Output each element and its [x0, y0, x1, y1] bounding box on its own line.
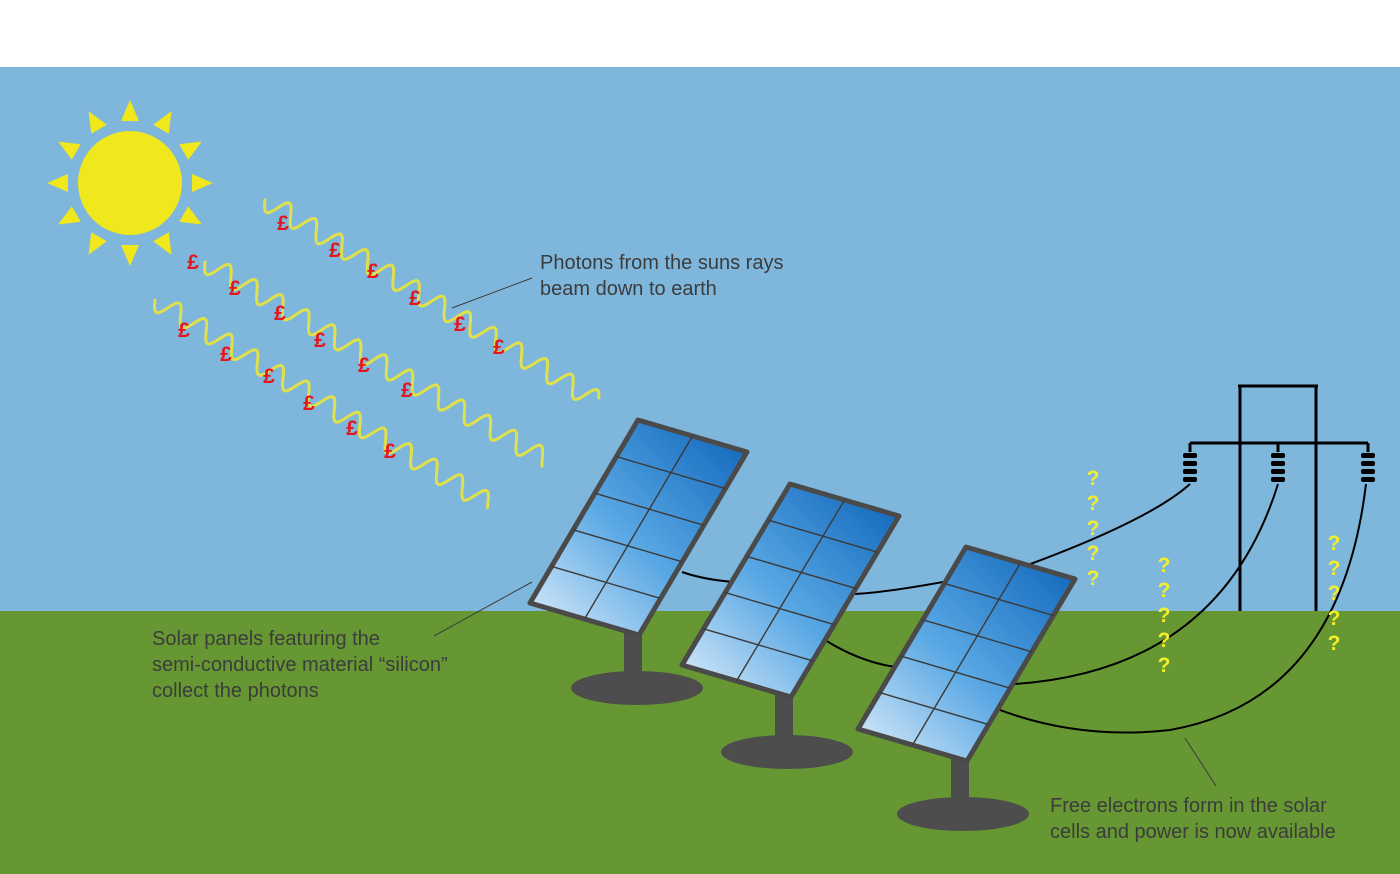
photon-symbol: £ [358, 354, 370, 377]
photon-symbol: £ [367, 260, 379, 283]
electron-symbol: ? [1087, 567, 1100, 590]
solar-panels-caption-line: Solar panels featuring the [152, 628, 380, 650]
photon-symbol: £ [178, 319, 190, 342]
electron-symbol: ? [1328, 632, 1341, 655]
electrons: ? ? ? ? ? ? ? ? ? ? ? ? ? ? ? [1087, 467, 1341, 677]
solar-panel-2 [679, 481, 902, 769]
photon-symbol: £ [314, 329, 326, 352]
photons: £ £ £ £ £ £ £ £ £ £ £ £ £ £ £ £ £ £ [178, 212, 505, 463]
electron-symbol: ? [1328, 557, 1341, 580]
electron-symbol: ? [1158, 604, 1171, 627]
electron-symbol: ? [1158, 579, 1171, 602]
photons-caption: Photons from the suns rays beam down to … [540, 250, 783, 302]
electrons-leader-line [1184, 737, 1217, 787]
electron-symbol: ? [1087, 517, 1100, 540]
photon-symbol: £ [220, 343, 232, 366]
photon-wave [263, 198, 601, 401]
electron-symbol: ? [1158, 554, 1171, 577]
electron-symbol: ? [1158, 654, 1171, 677]
electron-symbol: ? [1087, 542, 1100, 565]
power-tower [1188, 384, 1370, 611]
insulators [1183, 453, 1375, 482]
photon-rays [152, 198, 601, 510]
photon-symbol: £ [274, 302, 286, 325]
solar-panels-caption: Solar panels featuring the semi-conducti… [152, 626, 448, 704]
photon-symbol: £ [329, 239, 341, 262]
photon-wave [152, 298, 490, 510]
photon-symbol: £ [493, 336, 505, 359]
sun-icon [47, 100, 213, 266]
solar-panel-3 [855, 544, 1078, 831]
electrons-caption-line: Free electrons form in the solar [1050, 795, 1327, 817]
photon-wave [203, 260, 545, 468]
photon-symbol: £ [409, 287, 421, 310]
photon-symbol: £ [454, 313, 466, 336]
solar-panels-caption-line: collect the photons [152, 680, 319, 702]
photon-symbol: £ [229, 277, 241, 300]
solar-panels-caption-line: semi-conductive material “silicon” [152, 654, 448, 676]
panels-leader-line [433, 581, 533, 637]
electron-symbol: ? [1087, 467, 1100, 490]
electron-symbol: ? [1087, 492, 1100, 515]
photon-symbol: £ [263, 365, 275, 388]
photon-symbol: £ [187, 251, 199, 274]
photon-symbol: £ [346, 417, 358, 440]
electrons-caption: Free electrons form in the solar cells a… [1050, 793, 1336, 845]
photons-leader-line [451, 277, 533, 309]
photon-symbol: £ [303, 392, 315, 415]
photons-caption-line: Photons from the suns rays [540, 252, 784, 274]
photon-symbol: £ [277, 212, 289, 235]
solar-panel-1 [527, 417, 750, 705]
photon-symbol: £ [401, 379, 413, 402]
electron-symbol: ? [1328, 532, 1341, 555]
photons-caption-line: beam down to earth [540, 278, 717, 300]
electron-symbol: ? [1328, 607, 1341, 630]
electron-symbol: ? [1158, 629, 1171, 652]
electron-symbol: ? [1328, 582, 1341, 605]
electrons-caption-line: cells and power is now available [1050, 821, 1336, 843]
photon-symbol: £ [384, 440, 396, 463]
